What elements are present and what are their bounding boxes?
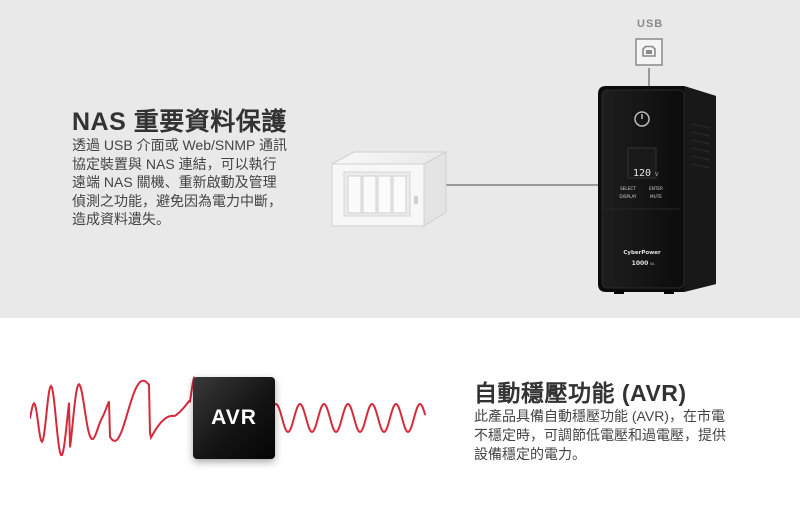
nas-description-line: 偵測之功能，避免因為電力中斷， [72, 192, 282, 209]
nas-title: NAS 重要資料保護 [72, 108, 287, 136]
nas-cable [446, 184, 598, 186]
power-button-icon [634, 111, 650, 127]
nas-description: 透過 USB 介面或 Web/SNMP 通訊 協定裝置與 NAS 連結，可以執行… [72, 136, 312, 229]
ups-lcd-readout: 120 [633, 168, 651, 179]
nas-description-line: 透過 USB 介面或 Web/SNMP 通訊 [72, 137, 287, 153]
ups-device-image: 120 V SELECT ENTER DISPLAY MUTE CyberPow… [598, 86, 716, 294]
usb-port-icon [635, 38, 663, 66]
usb-cable [648, 68, 650, 90]
ups-button-mute: MUTE [650, 194, 662, 199]
voltage-wave [30, 376, 426, 457]
avr-description-line: 不穩定時，可調節低電壓和過電壓，提供 [474, 427, 726, 443]
avr-title: 自動穩壓功能 (AVR) [474, 380, 687, 406]
ups-button-select: SELECT [620, 186, 636, 191]
nas-description-line: 遠端 NAS 關機、重新啟動及管理 [72, 174, 277, 190]
nas-description-line: 造成資料遺失。 [72, 211, 170, 227]
ups-model-unit: VA [650, 262, 655, 266]
avr-description-line: 設備穩定的電力。 [474, 446, 586, 462]
ups-brand-logo: CyberPower [623, 250, 661, 256]
ups-model-number: 1000 [632, 260, 649, 267]
avr-description-line: 此產品具備自動穩壓功能 (AVR)，在市電 [474, 408, 725, 424]
avr-badge-label: AVR [211, 406, 257, 429]
nas-description-line: 協定裝置與 NAS 連結，可以執行 [72, 155, 277, 172]
avr-badge: AVR [193, 377, 275, 459]
ups-lcd-unit: V [655, 172, 659, 178]
ups-button-display: DISPLAY [619, 194, 637, 199]
usb-label: USB [637, 18, 664, 30]
nas-device-image [331, 151, 447, 227]
avr-description: 此產品具備自動穩壓功能 (AVR)，在市電 不穩定時，可調節低電壓和過電壓，提供… [474, 407, 744, 464]
ups-button-enter: ENTER [649, 186, 663, 191]
avr-section [0, 318, 800, 520]
